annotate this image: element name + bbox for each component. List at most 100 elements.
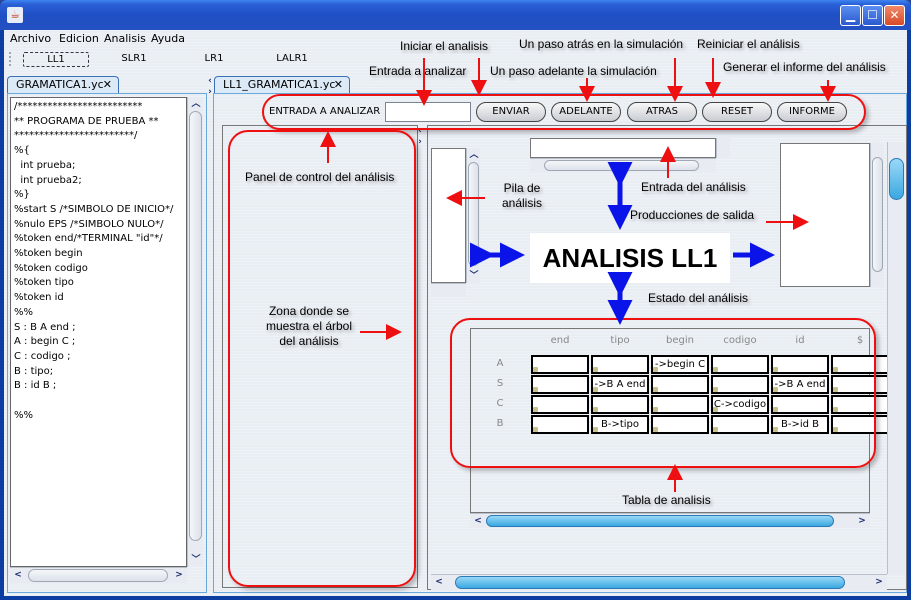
lock-icon	[713, 387, 718, 392]
cell-value: B->tipo	[600, 419, 639, 430]
editor-horizontal-scrollbar[interactable]: < >	[10, 567, 187, 583]
table-cell[interactable]	[651, 395, 709, 414]
code-line: ** PROGRAMA DE PRUEBA **	[14, 115, 159, 127]
table-horizontal-scrollbar[interactable]: < >	[470, 513, 870, 528]
editor-vertical-scrollbar[interactable]: ︿ ﹀	[187, 97, 203, 567]
adelante-button[interactable]: ADELANTE	[551, 102, 621, 122]
scroll-up-icon[interactable]: ︿	[469, 150, 479, 160]
output-vertical-scrollbar[interactable]	[870, 143, 884, 287]
reset-button[interactable]: RESET	[702, 102, 772, 122]
table-row-header: A	[496, 358, 504, 369]
scroll-left-icon[interactable]: <	[14, 570, 22, 580]
input-spinner[interactable]	[716, 138, 730, 158]
table-cell[interactable]	[531, 375, 589, 394]
table-column-header[interactable]: tipo	[610, 335, 630, 346]
main-vertical-scrollbar[interactable]	[887, 142, 905, 574]
toolbar-slr1-button[interactable]: SLR1	[121, 53, 147, 64]
menu-analisis[interactable]: Analisis	[104, 32, 146, 45]
tree-panel	[222, 125, 418, 588]
scroll-right-icon[interactable]: >	[858, 516, 866, 526]
code-line: ************************/	[14, 130, 138, 142]
scroll-left-icon[interactable]: <	[474, 516, 482, 526]
stack-vertical-scrollbar[interactable]: ︿ ﹀	[466, 148, 480, 283]
stack-horizontal-scrollbar[interactable]	[431, 283, 466, 297]
table-cell[interactable]: B->id B	[771, 415, 829, 434]
scroll-down-icon[interactable]: ﹀	[191, 555, 201, 565]
table-cell[interactable]	[531, 395, 589, 414]
annotation-entrada-analizar: Entrada a analizar	[369, 64, 467, 78]
toolbar-lalr1-button[interactable]: LALR1	[276, 53, 308, 64]
table-row-header: C	[496, 398, 504, 409]
scroll-thumb[interactable]	[486, 515, 834, 527]
scroll-up-icon[interactable]: ︿	[191, 99, 201, 109]
scroll-right-icon[interactable]: >	[875, 577, 883, 587]
title-bar[interactable]: ☕ ▁ ☐ ✕	[0, 0, 911, 30]
table-cell[interactable]	[531, 355, 589, 374]
table-cell[interactable]: ->B A end	[591, 375, 649, 394]
grammar-editor[interactable]: /*************************** PROGRAMA DE…	[10, 97, 187, 567]
informe-button[interactable]: INFORME	[777, 102, 847, 122]
menu-edicion[interactable]: Edicion	[59, 32, 99, 45]
analysis-input-display[interactable]	[530, 138, 716, 158]
scroll-right-icon[interactable]: >	[175, 570, 183, 580]
table-cell[interactable]: C->codigo	[711, 395, 769, 414]
split-expand-right-icon[interactable]: ›	[208, 87, 212, 97]
table-cell[interactable]	[771, 395, 829, 414]
split-collapse-left-icon[interactable]: ‹	[208, 76, 212, 86]
table-column-header[interactable]: codigo	[723, 335, 757, 346]
scroll-down-icon[interactable]: ﹀	[469, 271, 479, 281]
table-cell[interactable]	[651, 415, 709, 434]
menu-archivo[interactable]: Archivo	[10, 32, 52, 45]
maximize-button[interactable]: ☐	[862, 5, 883, 26]
stack-list[interactable]	[431, 148, 466, 283]
close-button[interactable]: ✕	[884, 5, 905, 26]
table-cell[interactable]	[591, 355, 649, 374]
menu-ayuda[interactable]: Ayuda	[151, 32, 185, 45]
scroll-thumb[interactable]	[455, 576, 845, 589]
close-tab-icon[interactable]: ✕	[102, 78, 112, 91]
table-cell[interactable]	[711, 375, 769, 394]
tab-gramatica1[interactable]: GRAMATICA1.yc ✕	[7, 76, 119, 94]
lock-icon	[593, 387, 598, 392]
scroll-thumb[interactable]	[872, 157, 883, 272]
close-tab-icon[interactable]: ✕	[333, 78, 343, 91]
cell-value: ->begin C	[654, 359, 706, 370]
split-collapse-left-icon[interactable]: ‹	[418, 126, 422, 136]
input-horizontal-scrollbar[interactable]	[530, 158, 716, 172]
table-cell[interactable]	[711, 355, 769, 374]
scroll-thumb[interactable]	[889, 158, 904, 200]
annotation-tree-box	[228, 130, 416, 587]
scroll-thumb[interactable]	[544, 160, 699, 171]
table-column-header[interactable]: end	[550, 335, 570, 346]
toolbar-ll1-button[interactable]: LL1	[23, 52, 89, 67]
minimize-button[interactable]: ▁	[840, 5, 861, 26]
split-expand-right-icon[interactable]: ›	[418, 137, 422, 147]
table-column-header[interactable]: id	[795, 335, 805, 346]
scroll-thumb[interactable]	[468, 162, 479, 266]
table-cell[interactable]	[591, 395, 649, 414]
output-productions-list[interactable]	[780, 143, 870, 287]
table-cell[interactable]: B->tipo	[591, 415, 649, 434]
scroll-left-icon[interactable]: <	[435, 577, 443, 587]
code-line: A : begin C ;	[14, 336, 76, 348]
atras-button[interactable]: ATRAS	[627, 102, 697, 122]
table-cell[interactable]	[651, 375, 709, 394]
toolbar-grip[interactable]	[9, 52, 12, 66]
code-line: %token begin	[14, 248, 83, 260]
enviar-button[interactable]: ENVIAR	[476, 102, 546, 122]
table-cell[interactable]: ->B A end	[771, 375, 829, 394]
table-cell[interactable]: ->begin C	[651, 355, 709, 374]
scroll-thumb[interactable]	[28, 569, 168, 582]
lock-icon	[833, 407, 838, 412]
lock-icon	[653, 407, 658, 412]
tab-ll1-gramatica1[interactable]: LL1_GRAMATICA1.yc ✕	[214, 76, 350, 94]
table-cell[interactable]	[771, 355, 829, 374]
main-horizontal-scrollbar[interactable]: < >	[431, 574, 887, 590]
scroll-thumb[interactable]	[189, 111, 202, 541]
toolbar-lr1-button[interactable]: LR1	[204, 53, 224, 64]
table-cell[interactable]	[531, 415, 589, 434]
table-column-header[interactable]: $	[856, 335, 864, 346]
table-column-header[interactable]: begin	[666, 335, 694, 346]
table-cell[interactable]	[711, 415, 769, 434]
